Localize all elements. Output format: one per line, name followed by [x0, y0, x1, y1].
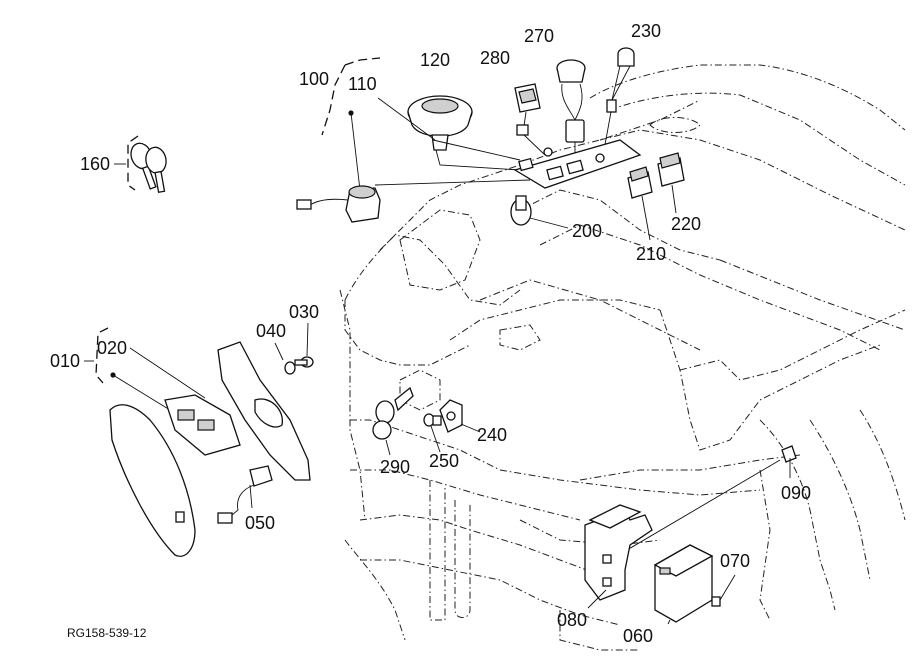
callout-270: 270 — [524, 26, 554, 46]
callout-080: 080 — [557, 610, 587, 630]
callout-090: 090 — [781, 483, 811, 503]
part-030-bolt — [294, 322, 314, 368]
part-050-bulb — [217, 465, 273, 524]
part-160-keys — [127, 135, 167, 194]
dashboard-panel — [513, 139, 642, 189]
callout-200: 200 — [572, 221, 602, 241]
part-020-gauge — [129, 347, 241, 456]
callout-290: 290 — [380, 457, 410, 477]
part-290-lamp — [372, 386, 414, 456]
callout-060: 060 — [623, 626, 653, 646]
callout-020: 020 — [97, 338, 127, 358]
callout-280: 280 — [480, 48, 510, 68]
part-040-washer — [274, 342, 296, 375]
part-240-bracket — [439, 399, 481, 433]
callout-070: 070 — [720, 551, 750, 571]
callout-030: 030 — [289, 302, 319, 322]
callout-230: 230 — [631, 21, 661, 41]
callout-100: 100 — [299, 69, 329, 89]
leader-110 — [432, 139, 521, 161]
callout-110: 110 — [348, 74, 377, 94]
callout-050: 050 — [245, 513, 275, 533]
callout-040: 040 — [256, 321, 286, 341]
callout-240: 240 — [477, 425, 507, 445]
part-010-group — [95, 327, 196, 557]
part-090-bolt — [609, 445, 797, 561]
part-080-bracket — [584, 504, 653, 609]
part-220-switch — [657, 152, 685, 214]
callout-220: 220 — [671, 214, 701, 234]
part-120-dial — [377, 95, 521, 171]
callout-250: 250 — [429, 451, 459, 471]
callout-010: 010 — [50, 351, 80, 371]
part-210-switch — [627, 166, 653, 241]
part-230-lamp — [603, 47, 635, 151]
tractor-body-outline — [339, 64, 906, 651]
part-250-sensor — [423, 413, 442, 453]
part-060-controller — [653, 544, 714, 625]
reference-code: RG158-539-12 — [67, 626, 147, 640]
callout-160: 160 — [80, 154, 110, 174]
part-070-screw — [711, 574, 736, 607]
part-280-switch — [514, 83, 546, 156]
part-270-key-switch — [556, 59, 586, 158]
part-100-bracket — [321, 57, 381, 191]
part-110-switch — [296, 179, 531, 223]
callout-120: 120 — [420, 50, 450, 70]
part-200-socket — [510, 195, 569, 229]
callout-210: 210 — [636, 244, 666, 264]
part-meter-housing — [217, 341, 311, 481]
